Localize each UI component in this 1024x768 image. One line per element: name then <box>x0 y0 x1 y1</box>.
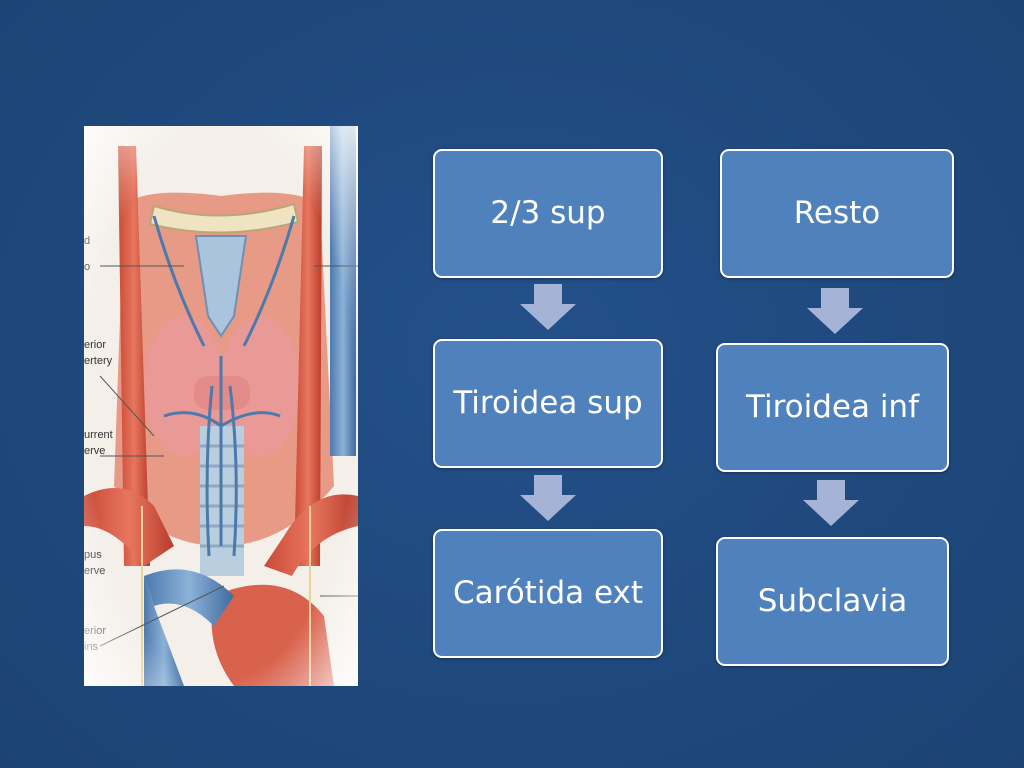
flow-box-label: Tiroidea sup <box>453 384 643 421</box>
down-arrow-icon <box>801 480 861 526</box>
down-arrow-icon <box>518 284 578 330</box>
flow-box-subclavia: Subclavia <box>716 537 949 666</box>
flow-box-label: Tiroidea inf <box>745 388 919 425</box>
flow-box-label: Resto <box>793 194 881 231</box>
flow-box-tiroidea-sup: Tiroidea sup <box>433 339 663 468</box>
flow-box-carotida-ext: Carótida ext <box>433 529 663 658</box>
flow-box-label: Subclavia <box>757 582 908 619</box>
flow-box-resto: Resto <box>720 149 954 278</box>
thyroid-anatomy-illustration: d o erior ertery urrent erve pus erve er… <box>84 126 358 686</box>
down-arrow-icon <box>805 288 865 334</box>
flow-box-label: Carótida ext <box>453 574 643 611</box>
down-arrow-icon <box>518 475 578 521</box>
flow-box-label: 2/3 sup <box>490 194 606 231</box>
flow-box-2-3-sup: 2/3 sup <box>433 149 663 278</box>
flow-box-tiroidea-inf: Tiroidea inf <box>716 343 949 472</box>
